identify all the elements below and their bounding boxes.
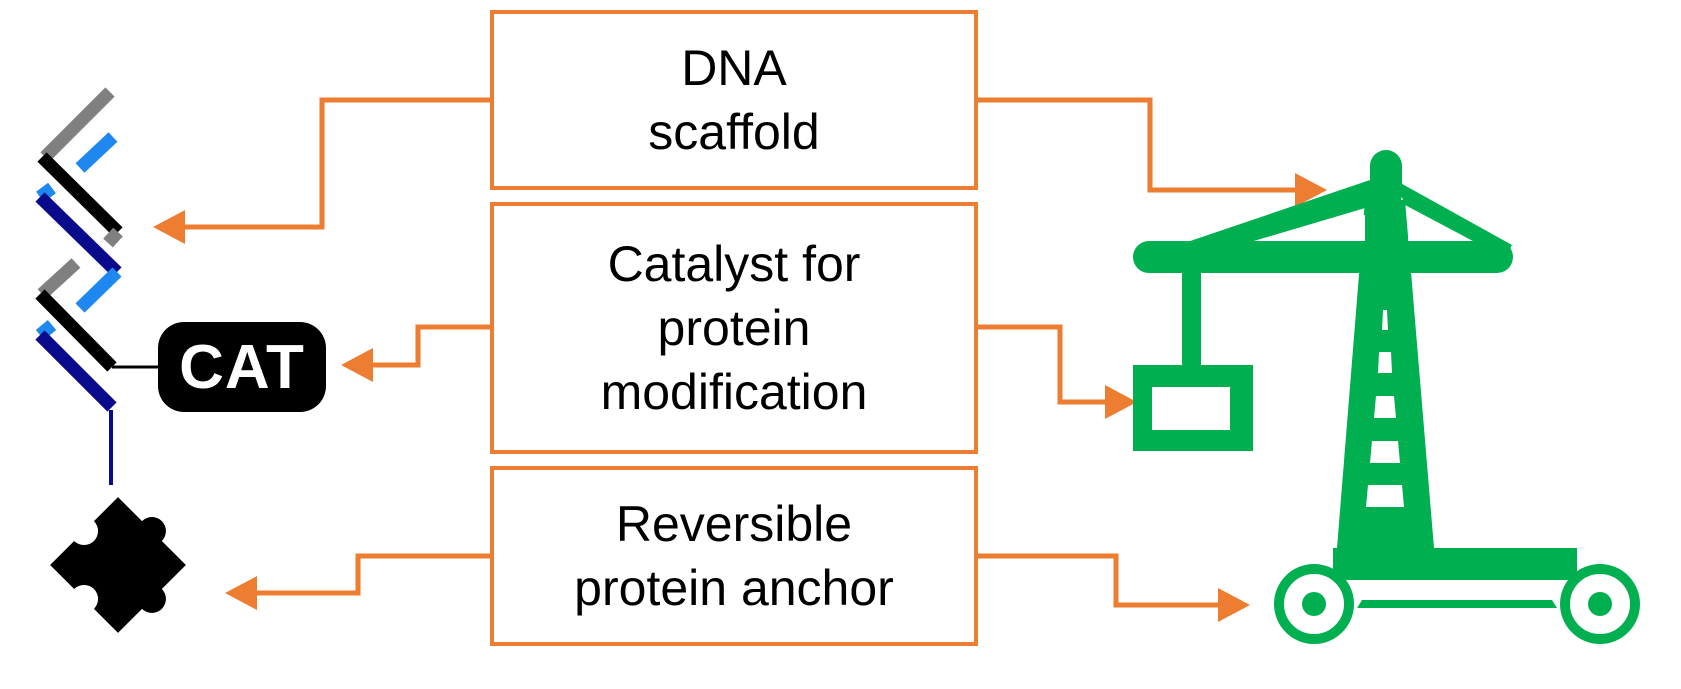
- connectors: [178, 97, 1300, 608]
- crane-tower-slot-3: [1374, 396, 1396, 418]
- box-dna-scaffold: DNA scaffold: [490, 10, 978, 190]
- cat-label: CAT: [158, 322, 326, 412]
- crane-wheel-left: [1274, 564, 1354, 644]
- crane-tower-slot-2: [1378, 352, 1392, 373]
- crane-jib: [1133, 241, 1513, 273]
- crane-axle: [1357, 600, 1557, 608]
- connector-cat-right: [977, 324, 1112, 405]
- crane-wheel-left-hub: [1302, 592, 1326, 616]
- box-anchor-label: Reversible protein anchor: [574, 496, 894, 616]
- dna-strand-black-2: [35, 289, 117, 372]
- arrowhead-cat-left: [341, 348, 373, 382]
- crane-jib-gap-right: [1408, 221, 1437, 241]
- dna-strand-blue-1: [75, 132, 118, 173]
- crane-brace-left: [1140, 180, 1402, 260]
- crane-tower: [1337, 200, 1434, 548]
- crane-jib-gap-left: [1266, 215, 1365, 241]
- box-dna-scaffold-label: DNA scaffold: [648, 40, 820, 160]
- crane-icon: [1133, 150, 1640, 644]
- crane-tower-slot-5: [1366, 485, 1404, 507]
- crane-tower-slot-1: [1382, 310, 1388, 330]
- connector-dna-left: [178, 97, 490, 230]
- crane-tower-openings: [1266, 215, 1437, 507]
- dna-strand-darkblue-1: [35, 192, 122, 277]
- arrowhead-anchor-right: [1218, 588, 1250, 622]
- crane-wheel-right: [1560, 564, 1640, 644]
- dna-scaffold-icon: [35, 87, 160, 485]
- dna-strand-gray-1: [40, 87, 115, 162]
- arrowhead-anchor-left: [225, 576, 257, 610]
- puzzle-piece-icon: [50, 497, 186, 633]
- dna-strand-black-1: [37, 152, 123, 237]
- arrowhead-cat-right: [1105, 385, 1137, 419]
- crane-base: [1333, 548, 1577, 580]
- dna-strand-gray-tip: [103, 227, 123, 248]
- arrowhead-dna-left: [153, 210, 185, 244]
- crane-brace-right: [1395, 180, 1512, 258]
- crane-hook-line: [1182, 270, 1201, 370]
- crane-tower-slot-4: [1370, 441, 1400, 463]
- dna-strand-darkblue-2: [35, 330, 117, 412]
- dna-strand-blue-3: [75, 267, 122, 313]
- box-anchor: Reversible protein anchor: [490, 466, 978, 646]
- connector-anchor-right: [977, 553, 1224, 608]
- connector-cat-left: [366, 324, 490, 368]
- arrowhead-dna-right: [1295, 173, 1327, 207]
- box-catalyst-label: Catalyst for protein modification: [600, 236, 868, 420]
- box-catalyst: Catalyst for protein modification: [490, 202, 978, 454]
- dna-strand-gray-2: [37, 258, 81, 299]
- crane-wheel-right-hub: [1588, 592, 1612, 616]
- connector-anchor-left: [250, 553, 490, 596]
- arrowheads: [153, 173, 1327, 622]
- connector-dna-right: [977, 97, 1300, 193]
- crane-load-window: [1152, 387, 1230, 430]
